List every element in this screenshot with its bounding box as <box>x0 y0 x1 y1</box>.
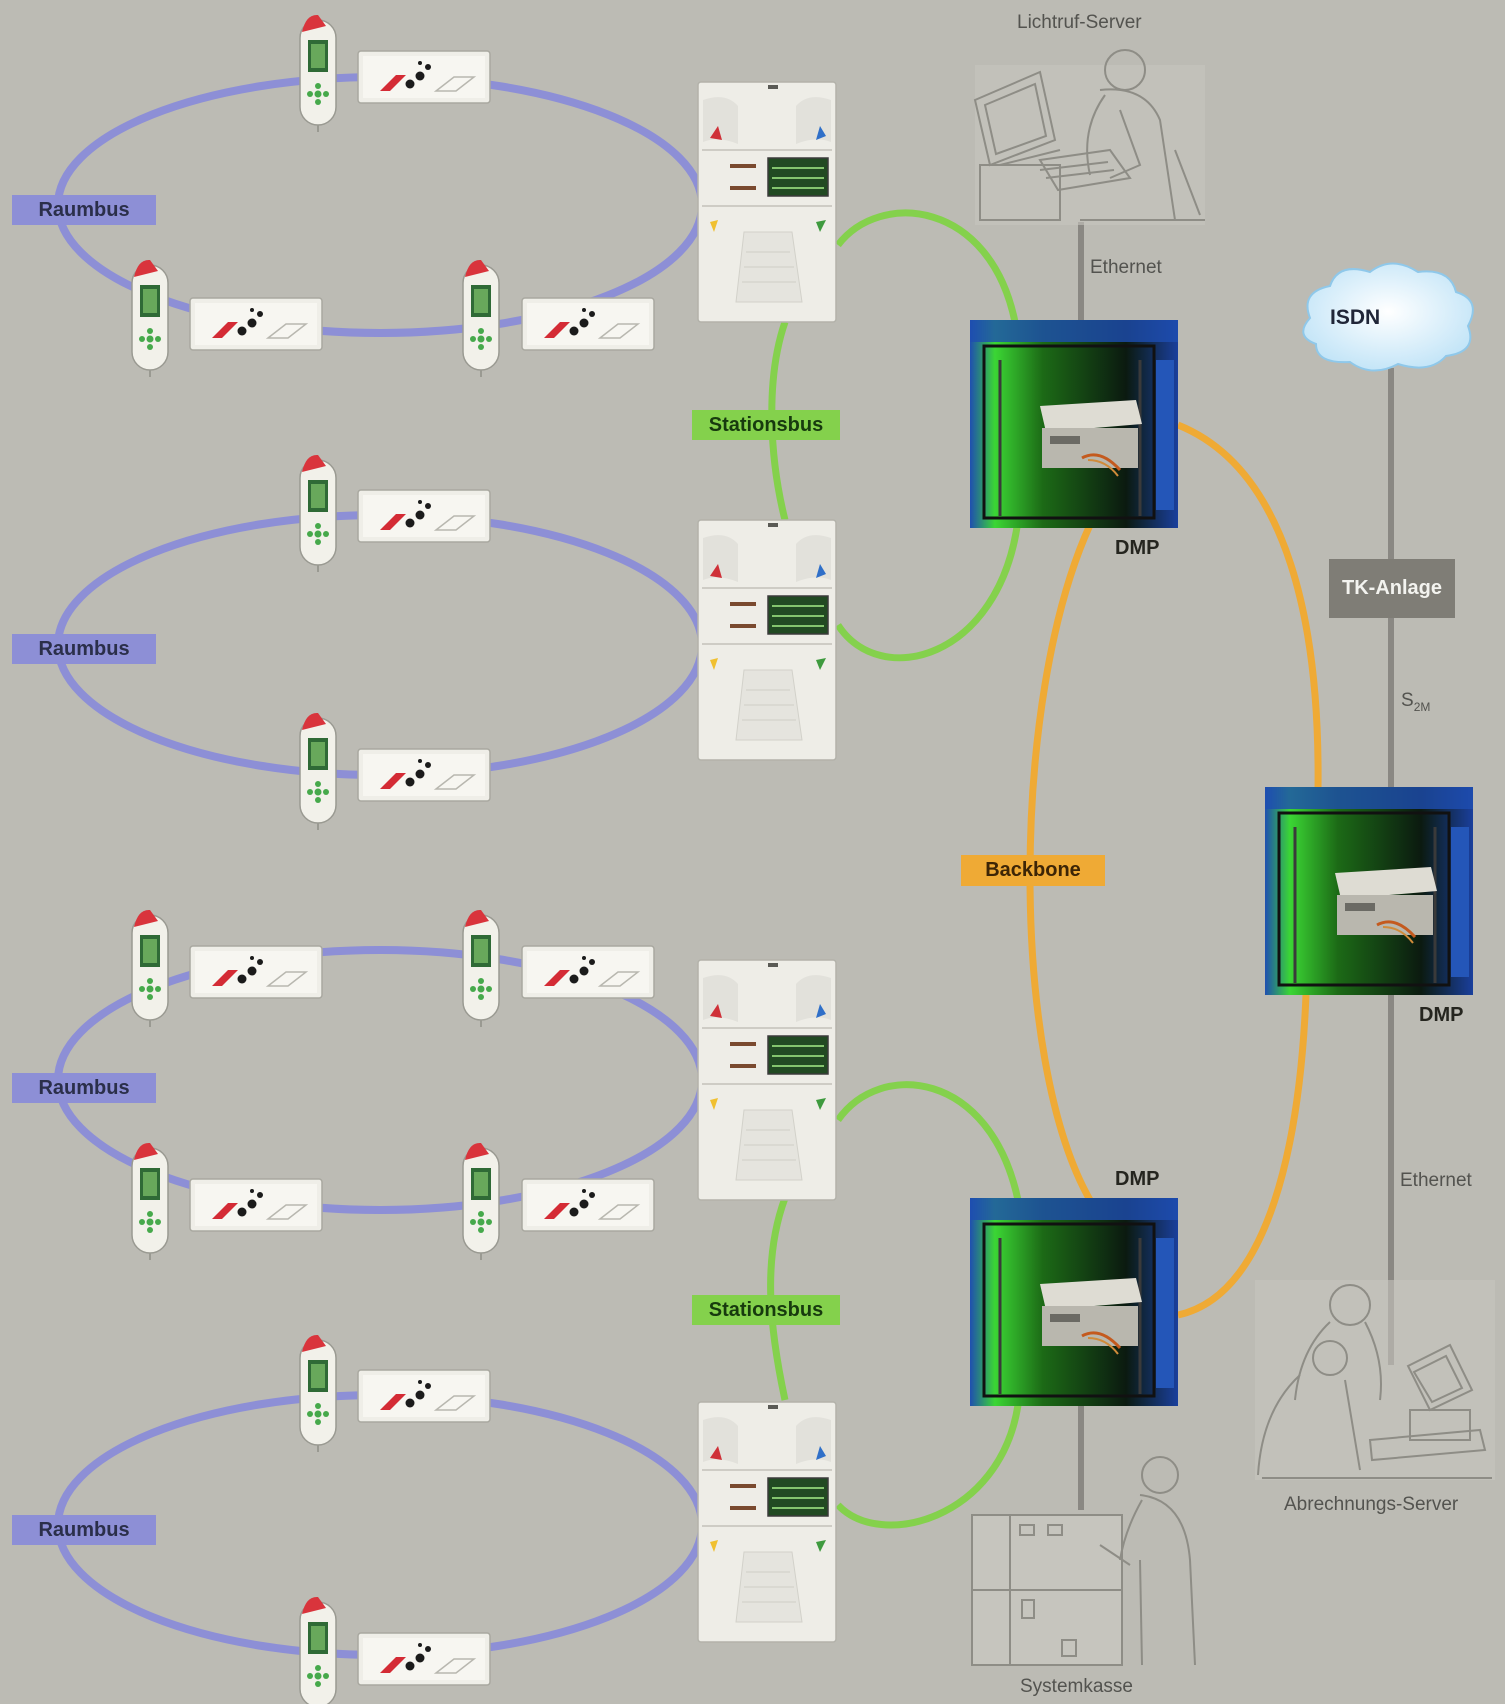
raumbus-label-1: Raumbus <box>12 195 156 225</box>
handsets <box>131 13 500 1704</box>
s2m-label: S2M <box>1401 690 1430 714</box>
systemkasse-label: Systemkasse <box>1020 1676 1133 1697</box>
dmp-label-right: DMP <box>1419 1004 1464 1026</box>
lichtruf-server-label: Lichtruf-Server <box>1017 12 1142 33</box>
ethernet-label-right: Ethernet <box>1400 1170 1472 1191</box>
isdn-label: ISDN <box>1330 306 1381 329</box>
raumbus-label-3: Raumbus <box>12 1073 156 1103</box>
isdn-cloud-icon <box>1302 262 1474 372</box>
s2m-main: S <box>1401 690 1414 711</box>
dmp-label-top: DMP <box>1115 537 1160 559</box>
tk-anlage-box: TK-Anlage <box>1329 559 1455 618</box>
stationsbus-label-2: Stationsbus <box>692 1295 840 1325</box>
backbone-label: Backbone <box>961 855 1105 886</box>
room-terminals <box>189 50 655 1686</box>
abrechnungs-server-workstation-icon <box>1255 1280 1495 1480</box>
stationsbus-label-1: Stationsbus <box>692 410 840 440</box>
station-cabinets <box>697 81 837 1643</box>
abrechnungs-server-label: Abrechnungs-Server <box>1284 1494 1459 1515</box>
lichtruf-server-workstation-icon <box>973 49 1205 225</box>
systemkasse-machine-icon <box>971 1456 1196 1666</box>
ethernet-label-top: Ethernet <box>1090 257 1162 278</box>
dmp-label-bottom: DMP <box>1115 1168 1160 1190</box>
raumbus-label-2: Raumbus <box>12 634 156 664</box>
raumbus-label-4: Raumbus <box>12 1515 156 1545</box>
s2m-subscript: 2M <box>1413 699 1431 714</box>
